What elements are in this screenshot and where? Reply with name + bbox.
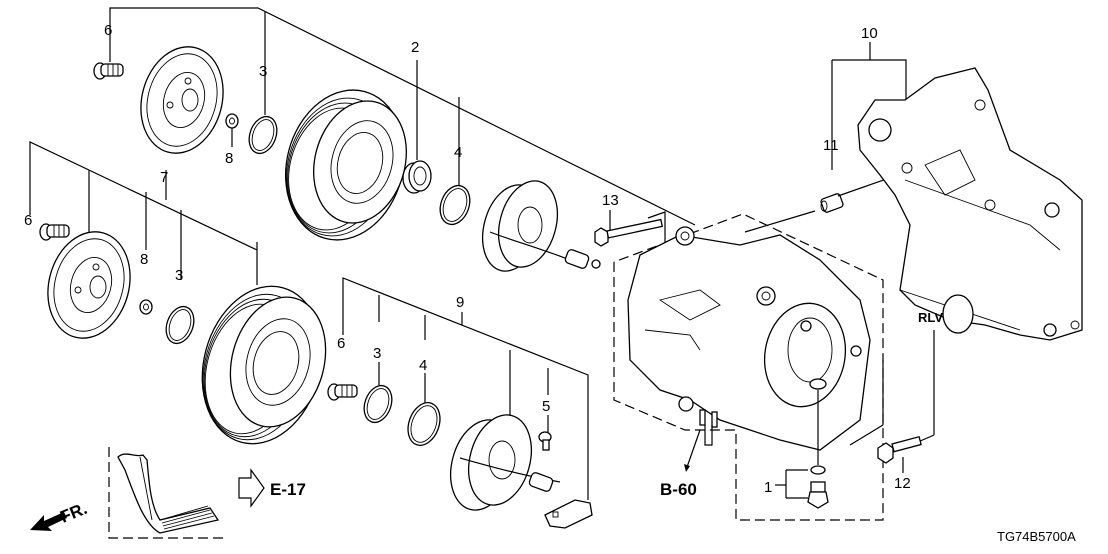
bolt-6-left[interactable]	[39, 223, 70, 241]
callout-4-center[interactable]: 4	[419, 357, 427, 374]
callout-3-top[interactable]: 3	[259, 63, 267, 80]
clutch-set-9-leaders	[342, 277, 589, 500]
callout-2[interactable]: 2	[411, 39, 419, 56]
bolt-13[interactable]	[594, 210, 666, 258]
bearing-2[interactable]	[402, 160, 432, 194]
e17-label[interactable]: E-17	[270, 480, 306, 499]
shim-8-top[interactable]	[225, 113, 239, 147]
callout-3-center[interactable]: 3	[373, 345, 381, 362]
b60-reference[interactable]: B-60	[660, 425, 713, 499]
snap-ring-3-top[interactable]	[244, 113, 281, 158]
snap-ring-4-center[interactable]	[402, 398, 445, 450]
callout-6-center[interactable]: 6	[337, 335, 345, 352]
armature-plate-top[interactable]	[129, 37, 234, 162]
drive-belt[interactable]	[117, 453, 220, 534]
field-coil-top[interactable]	[474, 174, 601, 277]
bolt-6-center[interactable]	[327, 383, 358, 401]
wire-bracket[interactable]	[544, 499, 593, 529]
callout-5[interactable]: 5	[542, 398, 550, 415]
b60-label[interactable]: B-60	[660, 480, 697, 499]
bolt-6-top[interactable]	[93, 43, 124, 80]
belt-reference-box	[108, 447, 225, 539]
drawing-code: TG74B5700A	[997, 529, 1076, 544]
dowel-pin-11[interactable]	[744, 176, 893, 233]
compressor-body[interactable]	[627, 226, 871, 451]
callout-11[interactable]: 11	[823, 137, 839, 154]
upper-clutch-leaders	[109, 7, 696, 226]
screw-5[interactable]	[538, 431, 552, 451]
callout-8-top[interactable]: 8	[225, 150, 233, 167]
callout-10[interactable]: 10	[861, 25, 878, 42]
pulley-left[interactable]	[185, 273, 339, 458]
callout-7[interactable]: 7	[160, 169, 168, 186]
snap-ring-3-left[interactable]	[161, 303, 198, 348]
snap-ring-4-top[interactable]	[435, 181, 475, 228]
shim-8-left[interactable]	[139, 299, 153, 315]
e17-reference[interactable]: E-17	[238, 468, 306, 508]
field-coil-center[interactable]	[441, 408, 561, 517]
callout-6-left[interactable]: 6	[24, 212, 32, 229]
front-label: FR.	[57, 499, 90, 527]
pulley-top[interactable]	[269, 77, 420, 254]
callout-13[interactable]: 13	[602, 192, 619, 209]
callout-8-left[interactable]: 8	[140, 251, 148, 268]
callout-1[interactable]: 1	[764, 479, 772, 496]
bracket-marking: RLV	[918, 310, 943, 325]
bracket-10-leaders	[831, 42, 907, 170]
compressor-dashed-box	[613, 213, 884, 521]
snap-ring-3-center[interactable]	[359, 382, 396, 427]
callout-12[interactable]: 12	[894, 475, 911, 492]
front-arrow-icon	[30, 512, 67, 531]
callout-4-top[interactable]: 4	[454, 144, 462, 161]
armature-plate-left[interactable]	[36, 222, 141, 347]
callout-9[interactable]: 9	[456, 294, 464, 311]
compressor-bracket-10[interactable]: RLV	[857, 67, 1083, 341]
callout-6-top[interactable]: 6	[104, 22, 112, 39]
clutch-set-7-leaders	[29, 141, 258, 285]
callout-3-left[interactable]: 3	[175, 267, 183, 284]
bolt-12[interactable]	[877, 435, 922, 473]
relief-valve-1[interactable]	[775, 390, 829, 509]
front-indicator: FR.	[30, 499, 90, 531]
